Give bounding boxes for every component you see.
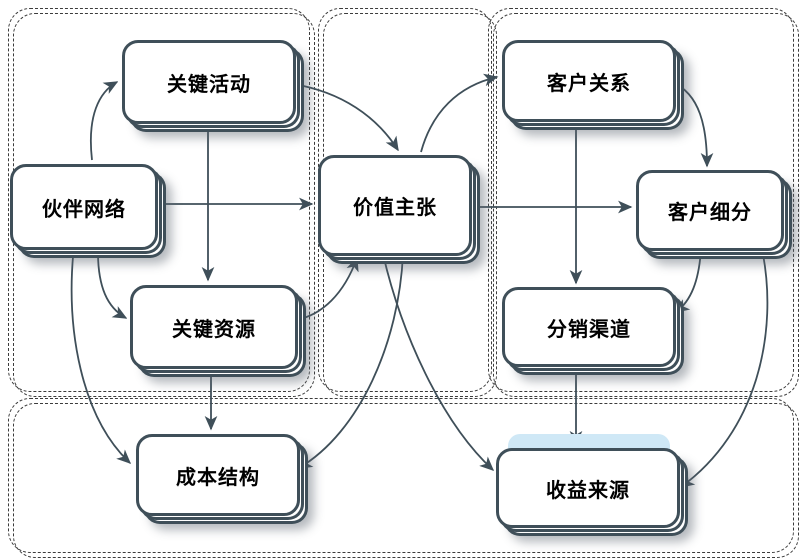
group-finance-block [8, 398, 794, 553]
node-customer-segments-label: 客户细分 [668, 202, 752, 224]
edge-resources-to-value [295, 256, 359, 321]
edge-segments-to-revenue [679, 248, 769, 488]
edge-partner-to-resources [97, 245, 128, 319]
node-key-activities: 关键活动 [122, 40, 296, 124]
edge-activities-to-value [292, 83, 399, 152]
node-distribution-channels: 分销渠道 [502, 287, 676, 367]
node-key-activities-label: 关键活动 [167, 73, 251, 96]
node-revenue-streams: 收益来源 [496, 448, 680, 528]
edge-value-to-cost [297, 253, 404, 469]
edge-relations-to-segments [671, 81, 714, 168]
node-key-resources: 关键资源 [130, 285, 298, 369]
node-key-resources-label: 关键资源 [172, 318, 256, 341]
edge-partner-to-cost [70, 245, 132, 464]
node-cost-structure: 成本结构 [136, 434, 300, 516]
node-revenue-streams-label: 收益来源 [546, 479, 630, 502]
edge-partner-to-activities [90, 81, 119, 161]
node-customer-segments: 客户细分 [636, 170, 784, 251]
node-cost-structure-label: 成本结构 [176, 466, 260, 489]
edge-segments-to-channels [674, 248, 702, 313]
node-partner-network-label: 伙伴网络 [42, 198, 126, 221]
node-customer-relations-label: 客户关系 [547, 72, 631, 95]
group-customer-block [488, 8, 794, 392]
node-value-proposition-label: 价值主张 [353, 197, 437, 219]
edge-value-to-relations [420, 73, 499, 153]
edge-value-to-revenue [382, 253, 495, 471]
node-partner-network: 伙伴网络 [10, 164, 158, 250]
node-customer-relations: 客户关系 [502, 40, 676, 122]
node-distribution-channels-label: 分销渠道 [547, 318, 631, 341]
node-value-proposition: 价值主张 [318, 155, 472, 256]
